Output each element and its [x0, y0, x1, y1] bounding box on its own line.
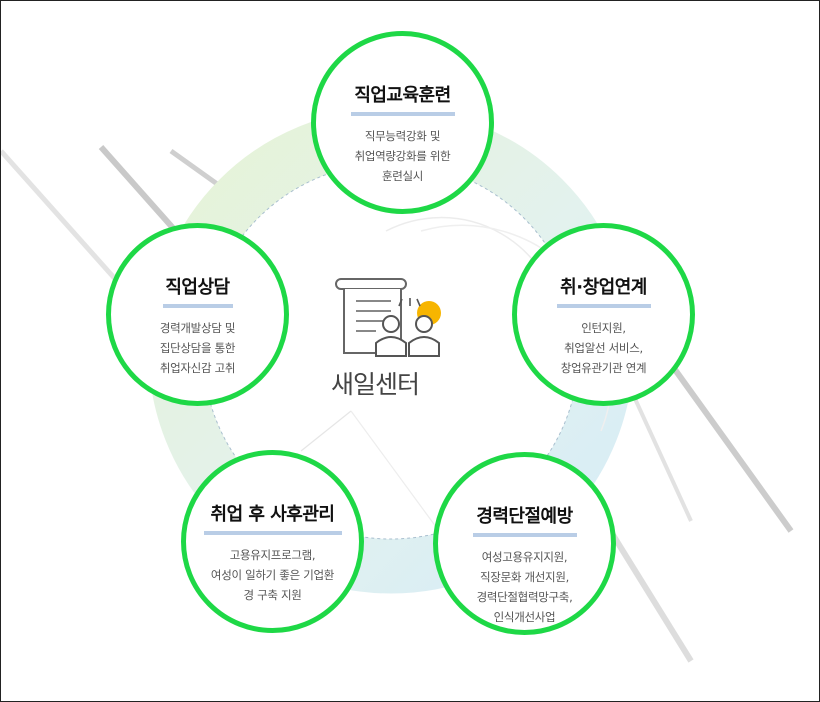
node-job-training: 직업교육훈련 직무능력강화 및 취업역량강화를 위한 훈련실시: [311, 31, 494, 214]
node-title: 직업상담: [165, 277, 230, 298]
title-underline: [472, 533, 577, 537]
node-post-employment: 취업 후 사후관리 고용유지프로그램, 여성이 일하기 좋은 기업환 경 구축 …: [181, 450, 364, 633]
title-underline: [162, 304, 233, 308]
node-description: 인턴지원, 취업알선 서비스, 창업유관기관 연계: [560, 321, 647, 375]
title-underline: [556, 304, 651, 308]
node-title: 경력단절예방: [476, 506, 573, 527]
node-description: 고용유지프로그램, 여성이 일하기 좋은 기업환 경 구축 지원: [210, 548, 335, 602]
title-underline: [350, 112, 455, 116]
node-employment-link: 취·창업연계 인턴지원, 취업알선 서비스, 창업유관기관 연계: [512, 223, 695, 406]
node-description: 경력개발상담 및 집단상담을 통한 취업자신감 고취: [159, 321, 236, 375]
title-underline: [203, 531, 342, 535]
node-title: 직업교육훈련: [354, 85, 451, 106]
center-label: 새일센터: [331, 370, 420, 399]
node-title: 취·창업연계: [560, 277, 647, 298]
node-title: 취업 후 사후관리: [210, 504, 335, 525]
node-description: 직무능력강화 및 취업역량강화를 위한 훈련실시: [354, 129, 451, 183]
node-description: 여성고용유지지원, 직장문화 개선지원, 경력단절협력망구축, 인식개선사업: [476, 550, 573, 624]
center-icon: [335, 278, 441, 357]
node-career-break-prevention: 경력단절예방 여성고용유지지원, 직장문화 개선지원, 경력단절협력망구축, 인…: [433, 452, 616, 635]
node-job-counseling: 직업상담 경력개발상담 및 집단상담을 통한 취업자신감 고취: [106, 223, 289, 406]
